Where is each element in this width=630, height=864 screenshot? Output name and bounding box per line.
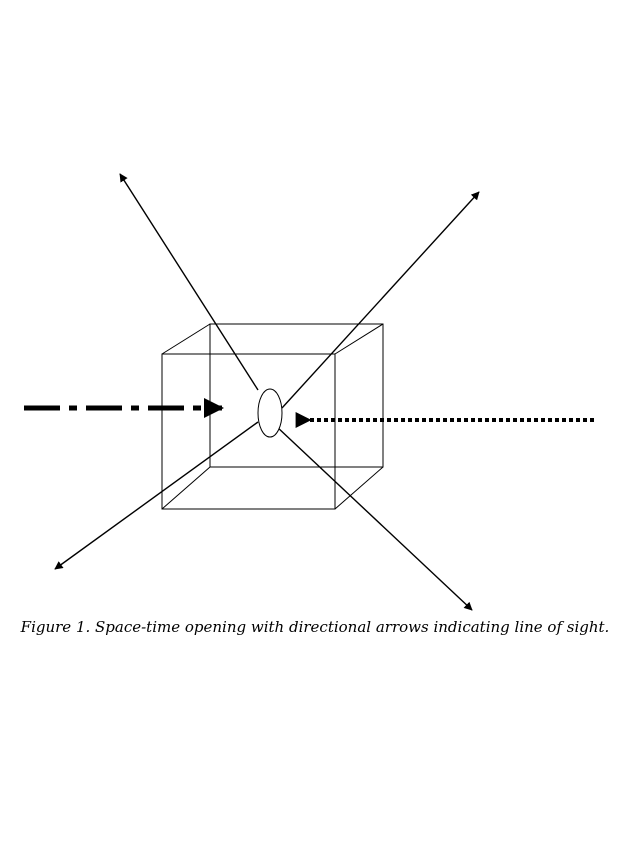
cube-edge-top-left	[161, 323, 211, 355]
cube-edge-bottom-right	[334, 466, 384, 510]
cube-back-face	[209, 323, 384, 468]
arrow-lower-right	[275, 425, 473, 611]
directional-arrows	[54, 173, 480, 611]
wireframe-cube	[161, 323, 384, 510]
cube-edge-top-right	[334, 323, 384, 355]
space-time-opening	[257, 388, 283, 438]
cube-edge-bottom-left	[161, 466, 211, 510]
figure-caption: Figure 1. Space-time opening with direct…	[20, 618, 610, 636]
cube-front-face	[161, 353, 336, 510]
arrow-upper-left	[119, 173, 259, 391]
arrow-lower-left	[54, 421, 259, 570]
arrow-upper-right	[281, 191, 480, 409]
